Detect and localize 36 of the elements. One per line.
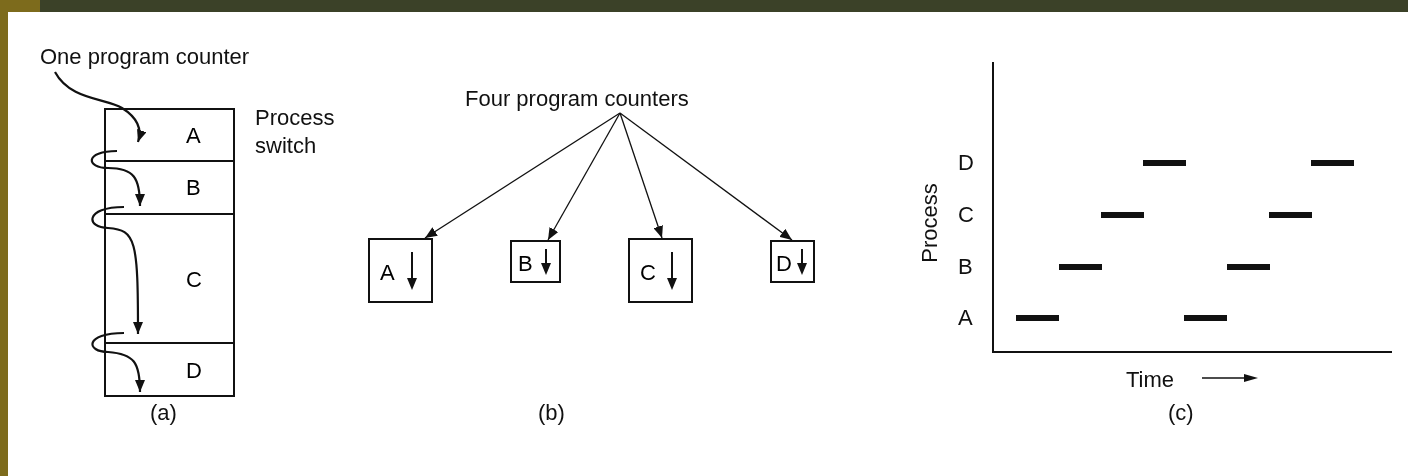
process-box: [770, 240, 815, 283]
counter-caption: Four program counters: [465, 86, 689, 112]
memory-segment: [104, 342, 235, 397]
axis-tick-label: A: [958, 305, 973, 331]
arrow: [619, 112, 663, 239]
arrow: [424, 112, 621, 239]
arrow: [91, 331, 145, 393]
arrow: [547, 112, 621, 241]
process-box: [510, 240, 561, 283]
memory-segment: [104, 160, 235, 215]
memory-segment: [104, 213, 235, 344]
process-letter: C: [640, 260, 656, 286]
arrow: [91, 205, 143, 334]
arrow: [619, 112, 793, 241]
panel-label: (a): [150, 400, 177, 426]
axis-title: Time: [1126, 367, 1175, 393]
counter-caption: One program counter: [40, 44, 250, 70]
process-letter: D: [186, 358, 202, 384]
panel-label: (b): [538, 400, 565, 426]
process-box: [628, 238, 693, 303]
process-box: [368, 238, 433, 303]
axis-tick-label: D: [958, 150, 974, 176]
process-letter: B: [186, 175, 201, 201]
panel-label: (c): [1168, 400, 1194, 426]
axis-title: Process: [916, 183, 943, 263]
process-letter: C: [186, 267, 202, 293]
process-letter: B: [518, 251, 533, 277]
process-letter: D: [776, 251, 792, 277]
process-letter: A: [380, 260, 395, 286]
axis-tick-label: C: [958, 202, 974, 228]
process-letter: A: [186, 123, 201, 149]
memory-segment: [104, 108, 235, 162]
arrow: [90, 149, 145, 207]
arrow: [54, 71, 146, 143]
axis-tick-label: B: [958, 254, 973, 280]
annotation-text: Process switch: [255, 104, 336, 160]
